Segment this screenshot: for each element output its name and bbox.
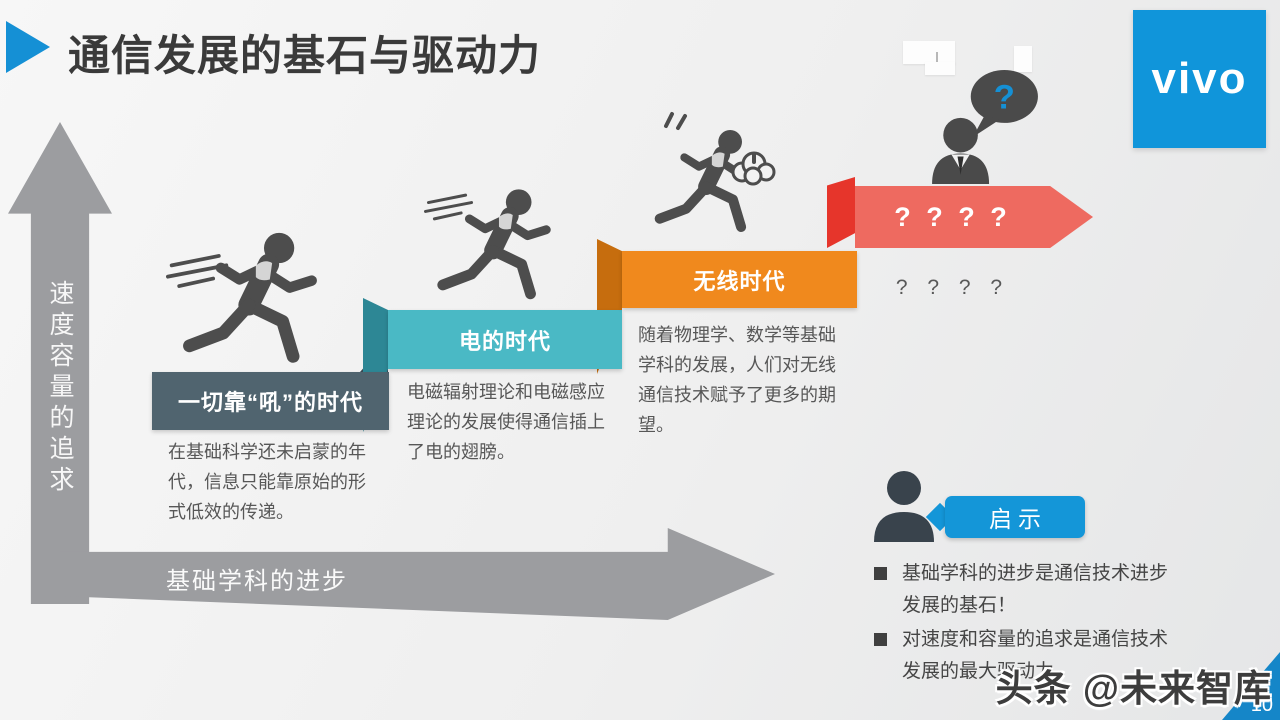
future-arrow: ? ? ? ? bbox=[855, 186, 1093, 248]
vivo-logo-text: vivo bbox=[1151, 54, 1248, 103]
sweat-drops-icon bbox=[664, 112, 687, 130]
future-sub-questions: ? ? ? ? bbox=[895, 276, 1010, 299]
bullet-text: 对速度和容量的追求是通信技术发展的最大驱动力 bbox=[902, 629, 1169, 682]
step3-description: 随着物理学、数学等基础学科的发展，人们对无线通信技术赋予了更多的期望。 bbox=[638, 325, 836, 435]
square-bullet-icon bbox=[874, 567, 887, 580]
bullet-text: 基础学科的进步是通信技术进步发展的基石！ bbox=[902, 563, 1169, 616]
list-item: 基础学科的进步是通信技术进步发展的基石！ bbox=[872, 558, 1182, 622]
x-axis-label: 基础学科的进步 bbox=[166, 568, 348, 595]
step3-title: 无线时代 bbox=[693, 268, 786, 294]
breath-puff-icon bbox=[731, 151, 776, 186]
step2-band: 电的时代 bbox=[388, 310, 622, 369]
future-arrow-fold bbox=[827, 177, 855, 248]
runner-2-icon bbox=[428, 185, 566, 309]
white-shape-artifact bbox=[925, 62, 955, 75]
insight-bubble: 启示 bbox=[945, 496, 1085, 538]
step1-band: 一切靠“吼”的时代 bbox=[152, 372, 389, 430]
white-shape-artifact bbox=[903, 41, 955, 64]
step3-band: 无线时代 bbox=[622, 251, 857, 308]
bubble-question-mark: ? bbox=[994, 79, 1015, 117]
y-axis-label: 速度容量的追求 bbox=[46, 280, 74, 497]
insight-label: 启示 bbox=[989, 506, 1047, 532]
vivo-logo: vivo bbox=[1133, 10, 1266, 148]
page-number: 10 bbox=[1250, 694, 1273, 716]
page-title: 通信发展的基石与驱动力 bbox=[68, 32, 542, 79]
step2-description: 电磁辐射理论和电磁感应理论的发展使得通信插上了电的翅膀。 bbox=[407, 382, 605, 462]
future-arrow-label: ? ? ? ? bbox=[894, 201, 1011, 232]
x-axis-arrow: 基础学科的进步 bbox=[60, 528, 775, 620]
title-marker-triangle bbox=[6, 21, 50, 73]
step1-description: 在基础科学还未启蒙的年代，信息只能靠原始的形式低效的传递。 bbox=[168, 442, 366, 522]
step2-title: 电的时代 bbox=[458, 328, 551, 354]
step1-title: 一切靠“吼”的时代 bbox=[177, 390, 363, 415]
y-axis-arrow: 速度容量的追求 bbox=[8, 122, 112, 604]
insight-bullet-list: 基础学科的进步是通信技术进步发展的基石！ 对速度和容量的追求是通信技术发展的最大… bbox=[872, 558, 1182, 690]
runner-1-icon bbox=[172, 228, 335, 374]
thinking-person-icon: ? bbox=[932, 70, 1038, 184]
white-shape-artifact bbox=[1014, 46, 1032, 72]
square-bullet-icon bbox=[874, 633, 887, 646]
watermark: 头条 @未来智库 bbox=[995, 668, 1272, 709]
insight-person-icon bbox=[874, 471, 934, 542]
list-item: 对速度和容量的追求是通信技术发展的最大驱动力 bbox=[872, 624, 1182, 688]
